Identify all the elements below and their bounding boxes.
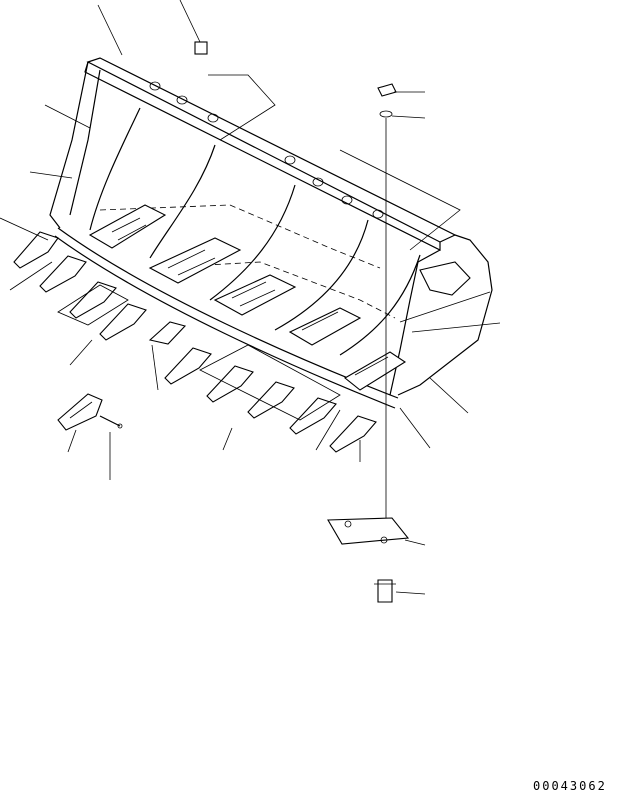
callout-leaders	[0, 0, 501, 595]
drawing-number: 00043062	[533, 779, 607, 793]
tooth-detail	[57, 393, 123, 431]
reference-box	[194, 41, 208, 55]
wear-plates	[88, 204, 407, 391]
rim-bolt-holes	[149, 81, 384, 219]
bucket-teeth	[13, 231, 377, 453]
side-edge-assembly	[327, 83, 471, 603]
